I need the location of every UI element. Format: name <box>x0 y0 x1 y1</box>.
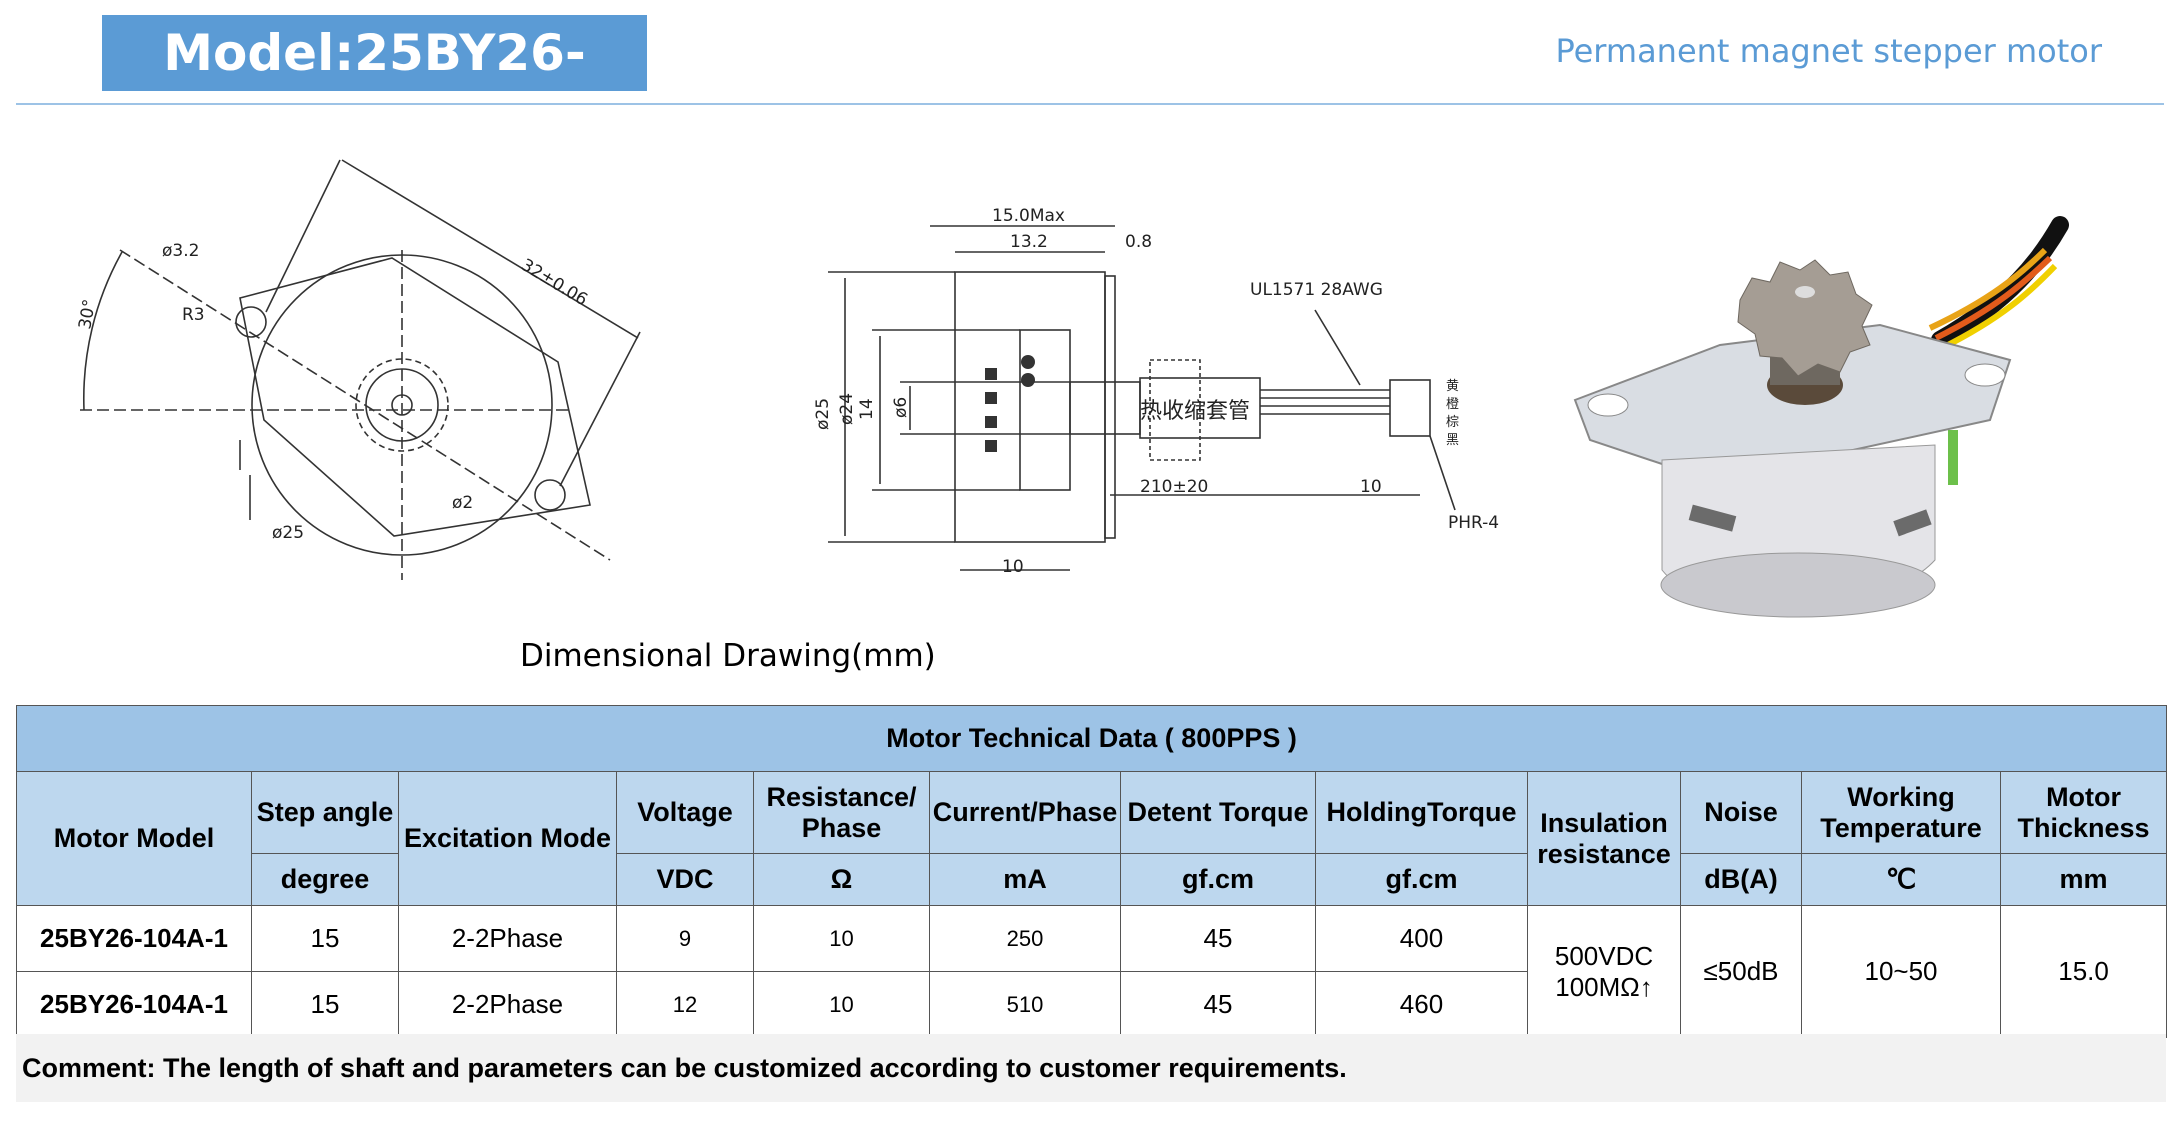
label-shaft: ø2 <box>452 493 473 513</box>
table-row: 25BY26-104A-1 15 2-2Phase 12 10 510 45 4… <box>16 971 2167 1038</box>
header-insulation: Insulation resistance <box>1527 771 1681 906</box>
cell-temperature: 10~50 <box>1801 905 2001 1038</box>
label-max-len: 15.0Max <box>992 206 1065 226</box>
table-title: Motor Technical Data ( 800PPS ) <box>15 705 2168 772</box>
header-current: Current/Phase <box>929 771 1121 854</box>
label-dia25: ø25 <box>813 398 833 430</box>
cell-step: 15 <box>251 971 399 1038</box>
label-angle: 30° <box>75 298 100 331</box>
label-cable-len: 210±20 <box>1140 477 1208 497</box>
front-flange-outline <box>239 257 591 537</box>
label-connector: PHR-4 <box>1448 513 1499 533</box>
cell-noise: ≤50dB <box>1680 905 1802 1038</box>
cell-model: 25BY26-104A-1 <box>16 905 252 972</box>
unit-current: mA <box>929 853 1121 906</box>
header-excitation: Excitation Mode <box>398 771 617 906</box>
insulation-line-1: 500VDC <box>1554 940 1654 971</box>
label-dia6: ø6 <box>891 397 911 418</box>
unit-detent: gf.cm <box>1120 853 1316 906</box>
wire-color-4: 黑 <box>1446 433 1459 448</box>
header-temperature: Working Temperature <box>1801 771 2001 854</box>
wire-color-3: 棕 <box>1446 415 1459 430</box>
wire-pins <box>985 355 1035 452</box>
table-row: 25BY26-104A-1 15 2-2Phase 9 10 250 45 40… <box>16 905 2168 1038</box>
drawing-caption: Dimensional Drawing(mm) <box>520 638 936 674</box>
unit-resistance: Ω <box>753 853 930 906</box>
cell-current: 250 <box>929 905 1121 972</box>
cell-insulation: 500VDC 100MΩ↑ <box>1527 905 1681 1038</box>
unit-voltage: VDC <box>616 853 754 906</box>
label-hole: ø3.2 <box>162 241 199 261</box>
insulation-line-2: 100MΩ↑ <box>1555 971 1653 1002</box>
label-radius: R3 <box>182 305 205 325</box>
label-flange: 0.8 <box>1125 232 1152 252</box>
cell-holding: 400 <box>1315 905 1528 972</box>
header-noise: Noise <box>1680 771 1802 854</box>
cell-excitation: 2-2Phase <box>398 971 617 1038</box>
cell-voltage: 9 <box>616 905 754 972</box>
cell-resistance: 10 <box>753 905 930 972</box>
unit-step-angle: degree <box>251 853 399 906</box>
cell-detent: 45 <box>1120 905 1316 972</box>
model-title: Model:25BY26-104A <box>102 15 647 158</box>
label-h14: 14 <box>857 398 877 420</box>
label-body-len: 13.2 <box>1010 232 1048 252</box>
connector-body <box>1389 379 1431 437</box>
cell-resistance: 10 <box>753 971 930 1038</box>
header-step-angle: Step angle <box>251 771 399 854</box>
header-resistance: Resistance/ Phase <box>753 771 930 854</box>
unit-holding: gf.cm <box>1315 853 1528 906</box>
header-divider <box>16 103 2164 105</box>
label-bottom-len: 10 <box>1002 557 1024 577</box>
dimensional-drawing: ø3.2 R3 30° 32±0.06 ø2 ø25 15.0Max 13.2 … <box>75 159 2069 618</box>
unit-temperature: ℃ <box>1801 853 2001 906</box>
label-span: 32±0.06 <box>517 255 591 310</box>
cell-current: 510 <box>929 971 1121 1038</box>
cell-holding: 460 <box>1315 971 1528 1038</box>
spec-table: Motor Technical Data ( 800PPS ) Motor Mo… <box>15 705 2168 1038</box>
label-strip-len: 10 <box>1360 477 1382 497</box>
header-holding: HoldingTorque <box>1315 771 1528 854</box>
label-wire: UL1571 28AWG <box>1250 280 1383 300</box>
header-detent: Detent Torque <box>1120 771 1316 854</box>
cell-voltage: 12 <box>616 971 754 1038</box>
product-subtitle: Permanent magnet stepper motor <box>1555 32 2102 70</box>
cell-model: 25BY26-104A-1 <box>16 971 252 1038</box>
unit-thickness: mm <box>1999 853 2168 906</box>
label-body: ø25 <box>272 523 304 543</box>
label-sleeve: 热收缩套管 <box>1140 399 1250 424</box>
mount-hole-left <box>235 306 267 338</box>
wire-color-2: 橙 <box>1446 397 1459 412</box>
unit-noise: dB(A) <box>1680 853 1802 906</box>
wire-color-1: 黄 <box>1446 379 1459 394</box>
drawing-area: ø3.2 R3 30° 32±0.06 ø2 ø25 15.0Max 13.2 … <box>0 110 2180 650</box>
cell-step: 15 <box>251 905 399 972</box>
label-dia24: ø24 <box>837 393 857 425</box>
cell-detent: 45 <box>1120 971 1316 1038</box>
cell-thickness: 15.0 <box>1999 905 2168 1038</box>
side-body <box>954 271 1106 543</box>
mount-hole-right <box>534 479 566 511</box>
header-thickness: Motor Thickness <box>1999 771 2168 854</box>
cell-excitation: 2-2Phase <box>398 905 617 972</box>
comment-note: Comment: The length of shaft and paramet… <box>16 1034 2166 1102</box>
header-voltage: Voltage <box>616 771 754 854</box>
motor-photo <box>1573 216 2069 618</box>
gear-outline <box>355 358 449 452</box>
header-motor-model: Motor Model <box>16 771 252 906</box>
